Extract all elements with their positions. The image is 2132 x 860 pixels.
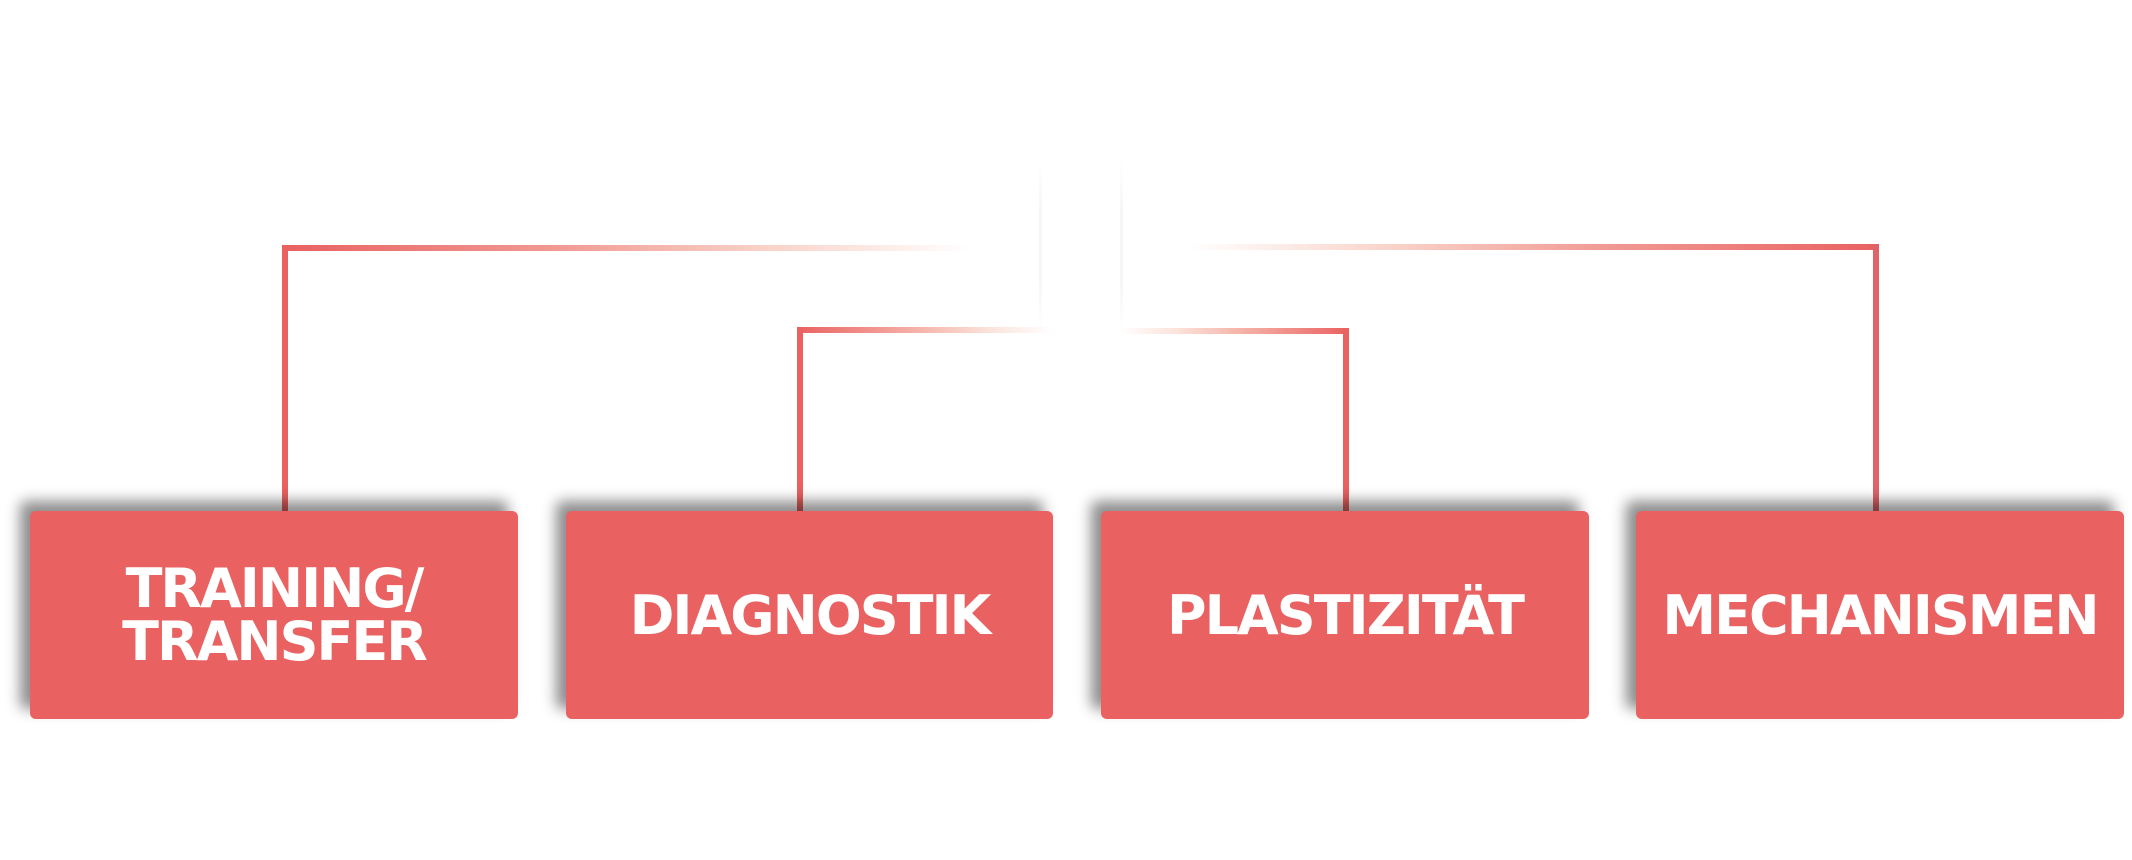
node-label: TRAINING/ TRANSFER [122,557,428,673]
node-label-line-1: DIAGNOSTIK [629,583,992,647]
node-diagnostik[interactable]: DIAGNOSTIK [566,511,1053,719]
node-training-transfer[interactable]: TRAINING/ TRANSFER [30,511,518,719]
connector-training-vertical [282,245,288,512]
connector-diagnostik-horizontal [797,327,1052,333]
node-plastizitaet[interactable]: PLASTIZITÄT [1101,511,1589,719]
node-label-line-1: MECHANISMEN [1662,583,2099,647]
connector-training-horizontal [282,245,972,251]
connector-diagnostik-vertical [797,327,803,512]
node-label: DIAGNOSTIK [629,583,992,647]
connector-plastizitaet-horizontal [1120,328,1349,334]
connector-mechanismen-vertical [1873,244,1879,512]
node-label-line-1: TRAINING/ [125,557,425,620]
node-mechanismen[interactable]: MECHANISMEN [1636,511,2124,719]
node-label: MECHANISMEN [1662,583,2099,647]
root-stem-right [1120,160,1123,332]
connector-mechanismen-horizontal [1190,244,1879,250]
node-label-line-1: PLASTIZITÄT [1167,583,1525,647]
root-stem-left [1039,160,1042,332]
connector-plastizitaet-vertical [1343,328,1349,512]
node-label-line-2: TRANSFER [122,610,428,673]
node-label: PLASTIZITÄT [1167,583,1525,647]
